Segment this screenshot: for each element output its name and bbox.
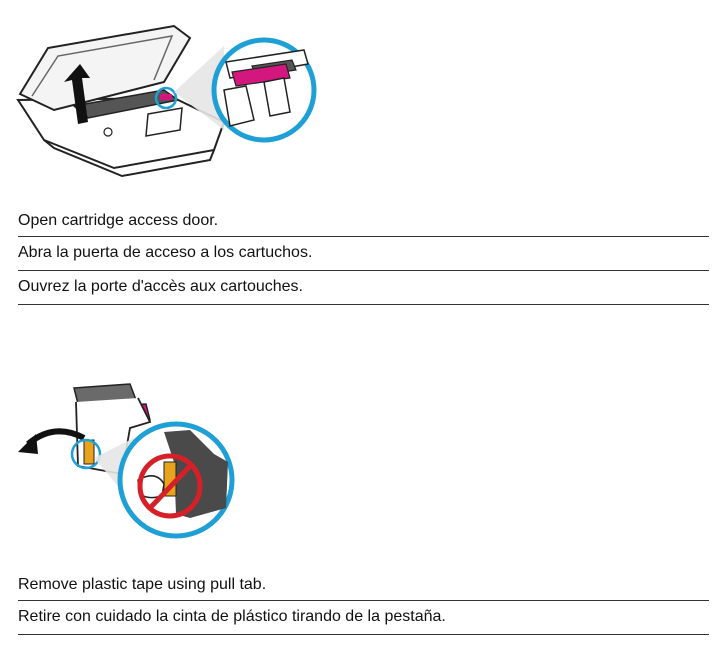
instruction-english: Open cartridge access door.: [18, 207, 709, 237]
instruction-english: Remove plastic tape using pull tab.: [18, 571, 709, 601]
instruction-french: Ouvrez la porte d'accès aux cartouches.: [18, 271, 709, 305]
instruction-spanish: Retire con cuidado la cinta de plástico …: [18, 601, 709, 635]
cartridge-remove-tape-illustration: [18, 383, 235, 539]
printer-open-door-illustration: [16, 24, 317, 178]
instruction-spanish: Abra la puerta de acceso a los cartuchos…: [18, 237, 709, 271]
step1-instructions: Open cartridge access door. Abra la puer…: [18, 207, 709, 305]
step2-instructions: Remove plastic tape using pull tab. Reti…: [18, 571, 709, 635]
